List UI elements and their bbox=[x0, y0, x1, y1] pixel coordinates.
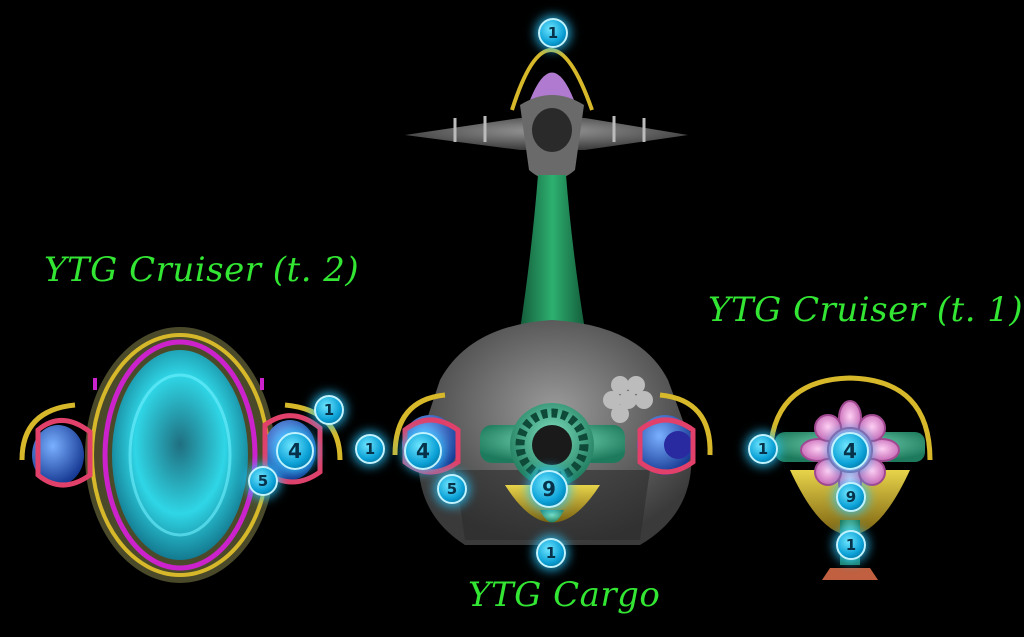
cargo-head-port bbox=[532, 108, 572, 152]
marker-cargo-engine-lower: 5 bbox=[437, 474, 467, 504]
cargo-right-arc bbox=[659, 392, 713, 456]
cargo-top-arc bbox=[510, 48, 594, 111]
t2-left-engine bbox=[32, 425, 84, 485]
marker-cargo-left: 1 bbox=[355, 434, 385, 464]
t2-dish-inner-ring bbox=[128, 373, 232, 537]
ytg-cargo-ship bbox=[392, 48, 713, 545]
title-cruiser-t1: YTG Cruiser (t. 1) bbox=[708, 290, 1024, 330]
marker-cargo-engine: 4 bbox=[404, 432, 442, 470]
cargo-right-engine-frame bbox=[637, 417, 696, 475]
cargo-lower-nozzle bbox=[540, 510, 564, 523]
t2-cyan-dish bbox=[112, 350, 248, 560]
title-cargo: YTG Cargo bbox=[468, 575, 661, 615]
marker-t2-engine: 4 bbox=[276, 432, 314, 470]
title-cruiser-t2: YTG Cruiser (t. 2) bbox=[44, 250, 360, 290]
cargo-green-neck bbox=[520, 175, 585, 330]
marker-t1-core: 4 bbox=[831, 432, 869, 470]
cargo-top-dome bbox=[530, 72, 574, 100]
cargo-right-engine-core bbox=[664, 431, 692, 459]
ytg-cruiser-t2-ship bbox=[19, 327, 343, 583]
cargo-wing-spikes bbox=[453, 116, 646, 142]
cargo-sphere-cluster bbox=[603, 376, 653, 423]
marker-cargo-core: 9 bbox=[530, 470, 568, 508]
marker-t2-right: 1 bbox=[314, 395, 344, 425]
t2-left-arc bbox=[19, 402, 76, 461]
t2-left-engine-frame bbox=[35, 418, 93, 488]
marker-t1-bottom: 1 bbox=[836, 530, 866, 560]
t1-base bbox=[822, 568, 878, 580]
marker-cargo-bottom: 1 bbox=[536, 538, 566, 568]
marker-t1-lower: 9 bbox=[836, 482, 866, 512]
marker-cargo-top: 1 bbox=[538, 18, 568, 48]
marker-t1-left: 1 bbox=[748, 434, 778, 464]
cargo-core-hole bbox=[532, 425, 572, 465]
t2-magenta-ring bbox=[102, 339, 258, 571]
cargo-left-arc bbox=[392, 392, 446, 456]
t1-top-arc bbox=[767, 375, 933, 461]
marker-t2-engine-lower: 5 bbox=[248, 466, 278, 496]
